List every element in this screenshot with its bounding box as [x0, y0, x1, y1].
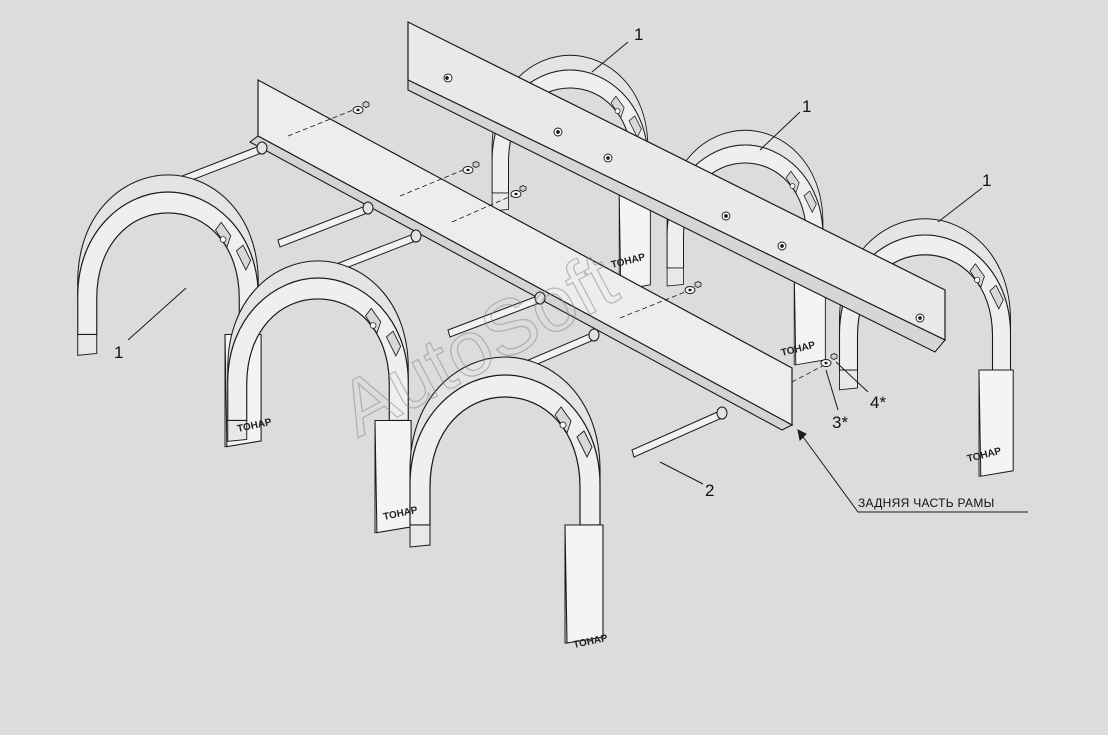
frame-beam-rear — [407, 21, 946, 353]
rod — [277, 201, 374, 248]
rod — [631, 406, 728, 458]
rear-fender-row — [407, 21, 1014, 477]
callout-fender-left: 1 — [114, 343, 123, 362]
mounting-rods — [171, 141, 728, 458]
callout-numbers: 1 1 1 1 2 3* 4* — [114, 25, 991, 500]
frame-beam-front — [248, 78, 794, 431]
callout-rod: 2 — [705, 481, 714, 500]
frame-caption: ЗАДНЯЯ ЧАСТЬ РАМЫ — [858, 496, 995, 510]
beam-bolt-holes — [443, 73, 925, 323]
callout-washer: 3* — [832, 413, 848, 432]
rod — [447, 291, 546, 338]
callout-fender-rear-top: 1 — [982, 171, 991, 190]
leader-lines — [127, 41, 1028, 513]
callout-fender-front-top: 1 — [634, 25, 643, 44]
callout-nut: 4* — [870, 393, 886, 412]
fasteners-upper — [287, 101, 838, 383]
callout-fender-middle-top: 1 — [802, 97, 811, 116]
